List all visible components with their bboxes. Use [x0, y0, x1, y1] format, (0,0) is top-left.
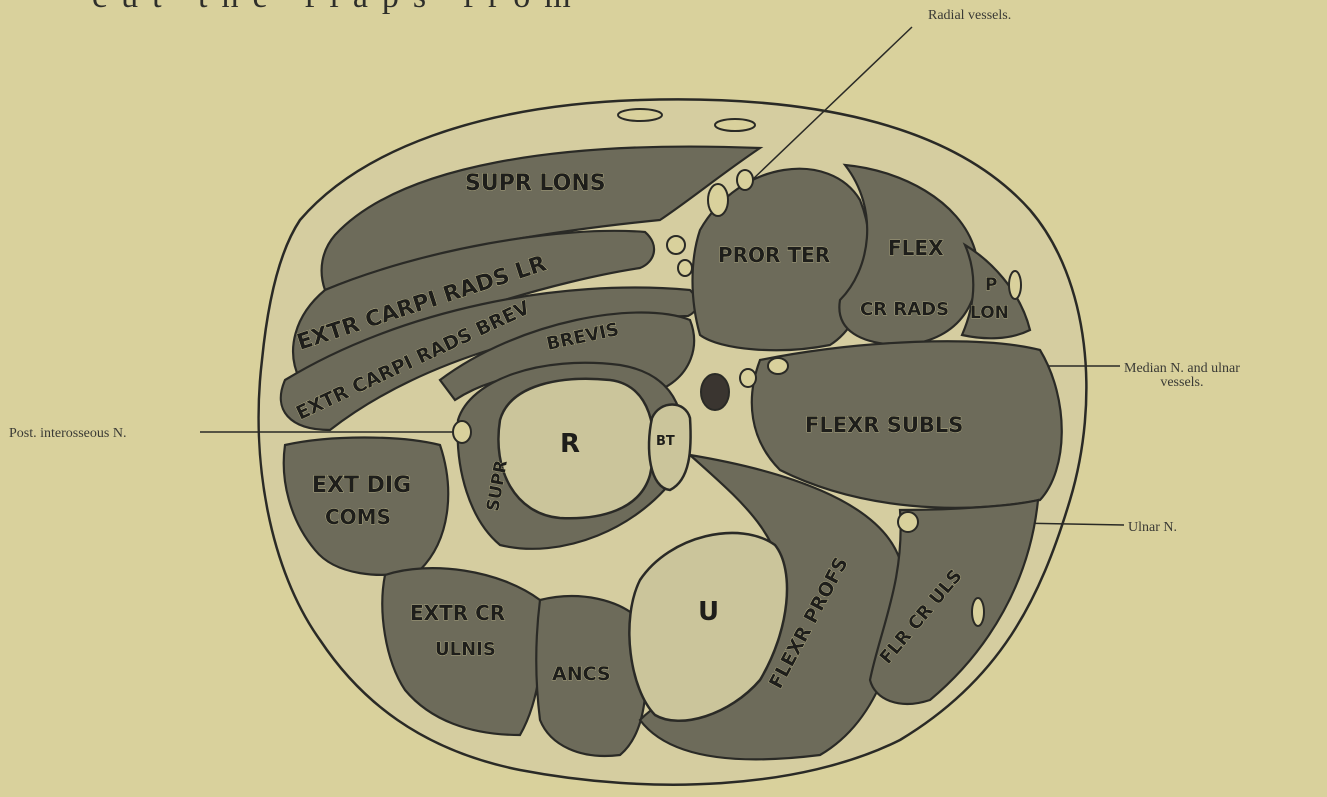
label-bt: BT: [656, 434, 675, 449]
label-flex-subl: FLEXR SUBLS: [805, 413, 963, 437]
radial-vessel-c: [667, 236, 685, 254]
median-vessel-a: [740, 369, 756, 387]
label-ext-c-uln-1: EXTR CR: [410, 601, 505, 625]
label-radius: R: [560, 429, 580, 459]
label-ext-c-uln-2: ULNIS: [435, 639, 496, 660]
radial-vessel-a: [708, 184, 728, 216]
label-ancs: ANCS: [552, 663, 611, 685]
label-ulna: U: [698, 597, 719, 627]
radial-vessel-b: [737, 170, 753, 190]
label-ext-dig-1: EXT DIG: [312, 473, 411, 498]
radial-vessel-d: [678, 260, 692, 276]
label-p: P: [985, 275, 997, 295]
label-flex: FLEX: [888, 236, 944, 260]
ulnar-nerve: [898, 512, 918, 532]
surface-vessel-top: [618, 109, 662, 121]
median-vessel-b: [768, 358, 788, 374]
label-ext-dig-2: COMS: [325, 505, 391, 529]
surface-vessel-top-b: [715, 119, 755, 131]
label-supr-long: SUPR LONS: [465, 171, 606, 196]
surface-vessel-right: [1009, 271, 1021, 299]
label-pro-teres: PROR TER: [718, 243, 830, 267]
median-vessel-dark: [701, 374, 729, 410]
post-interosseous-nerve: [453, 421, 471, 443]
label-lon: LON: [970, 303, 1009, 323]
surface-vessel-lower-right: [972, 598, 984, 626]
label-c-rad: CR RADS: [860, 299, 949, 320]
